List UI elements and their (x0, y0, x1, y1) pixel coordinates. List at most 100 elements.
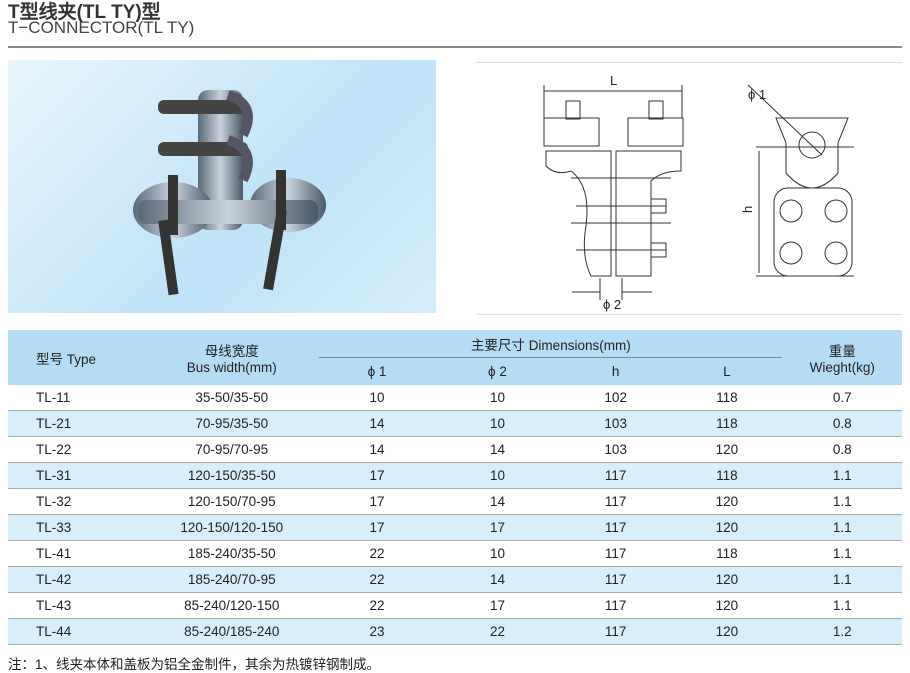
table-cell: 117 (560, 462, 672, 489)
col-phi1: ϕ 1 (319, 357, 435, 385)
table-cell: 0.8 (782, 410, 902, 437)
bus-width-cn: 母线宽度 (204, 344, 259, 359)
table-cell: 85-240/185-240 (144, 618, 320, 645)
table-cell: 120-150/70-95 (144, 488, 320, 515)
table-cell: TL-22 (8, 436, 145, 463)
table-cell: 117 (560, 488, 672, 515)
table-cell: 117 (560, 514, 672, 541)
table-cell: 118 (671, 385, 783, 411)
table-cell: 117 (560, 566, 672, 593)
table-cell: 1.1 (782, 566, 902, 593)
bus-width-en: Bus width(mm) (186, 360, 277, 375)
table-cell: 14 (319, 436, 435, 463)
page-title: T型线夹(TL TY)型 (8, 2, 161, 23)
table-cell: 117 (560, 592, 672, 619)
table-cell: 22 (319, 592, 435, 619)
table-cell: TL-33 (8, 514, 145, 541)
table-cell: 120 (671, 618, 783, 645)
col-h: h (560, 357, 672, 385)
table-cell: TL-31 (8, 462, 145, 489)
table-cell: 17 (319, 514, 435, 541)
technical-drawing: L ϕ 2 ϕ 1 h (476, 62, 902, 315)
table-cell: TL-11 (8, 385, 145, 411)
table-cell: 1.1 (782, 462, 902, 489)
product-photo (8, 60, 436, 313)
table-cell: 185-240/70-95 (144, 566, 320, 593)
table-cell: 118 (671, 540, 783, 567)
page-subtitle: T−CONNECTOR(TL TY) (8, 18, 195, 37)
label-phi1: ϕ 1 (748, 87, 766, 102)
col-phi2: ϕ 2 (434, 357, 561, 385)
table-cell: 1.1 (782, 540, 902, 567)
table-cell: TL-42 (8, 566, 145, 593)
col-type: 型号 Type (8, 330, 145, 385)
table-cell: 185-240/35-50 (144, 540, 320, 567)
label-L: L (610, 73, 617, 88)
table-cell: TL-41 (8, 540, 145, 567)
table-cell: 120 (671, 436, 783, 463)
table-cell: 120-150/35-50 (144, 462, 320, 489)
table-cell: 70-95/70-95 (144, 436, 320, 463)
table-cell: 0.7 (782, 385, 902, 411)
table-cell: 120 (671, 592, 783, 619)
table-cell: 10 (434, 540, 561, 567)
table-cell: 103 (560, 410, 672, 437)
table-cell: 17 (434, 514, 561, 541)
label-h: h (740, 206, 755, 213)
table-cell: 117 (560, 540, 672, 567)
table-cell: 22 (434, 618, 561, 645)
table-cell: 120 (671, 514, 783, 541)
table-cell: TL-44 (8, 618, 145, 645)
label-phi2: ϕ 2 (603, 297, 621, 312)
table-cell: 10 (434, 385, 561, 411)
col-dimensions: 主要尺寸 Dimensions(mm) (319, 330, 783, 358)
table-cell: 17 (434, 592, 561, 619)
table-cell: TL-21 (8, 410, 145, 437)
table-cell: 10 (434, 462, 561, 489)
table-cell: TL-43 (8, 592, 145, 619)
table-cell: 1.1 (782, 592, 902, 619)
table-cell: 14 (319, 410, 435, 437)
table-cell: 14 (434, 436, 561, 463)
table-cell: 1.2 (782, 618, 902, 645)
table-cell: 118 (671, 462, 783, 489)
table-cell: 1.1 (782, 514, 902, 541)
table-cell: 22 (319, 566, 435, 593)
table-cell: 1.1 (782, 488, 902, 515)
table-cell: 120 (671, 566, 783, 593)
table-cell: 17 (319, 462, 435, 489)
table-cell: 17 (319, 488, 435, 515)
table-cell: 35-50/35-50 (144, 385, 320, 411)
table-cell: 117 (560, 618, 672, 645)
footnote: 注：1、线夹本体和盖板为铝全金制件，其余为热镀锌钢制成。 (8, 657, 381, 672)
table-cell: 102 (560, 385, 672, 411)
weight-cn: 重量 (828, 344, 856, 359)
table-cell: 23 (319, 618, 435, 645)
weight-en: Wieght(kg) (809, 360, 875, 375)
divider (8, 46, 902, 48)
table-cell: 120 (671, 488, 783, 515)
table-cell: 70-95/35-50 (144, 410, 320, 437)
col-L: L (671, 357, 783, 385)
table-cell: 14 (434, 566, 561, 593)
table-cell: 10 (319, 385, 435, 411)
table-cell: 14 (434, 488, 561, 515)
table-cell: 22 (319, 540, 435, 567)
table-cell: TL-32 (8, 488, 145, 515)
table-cell: 103 (560, 436, 672, 463)
table-cell: 85-240/120-150 (144, 592, 320, 619)
table-cell: 0.8 (782, 436, 902, 463)
